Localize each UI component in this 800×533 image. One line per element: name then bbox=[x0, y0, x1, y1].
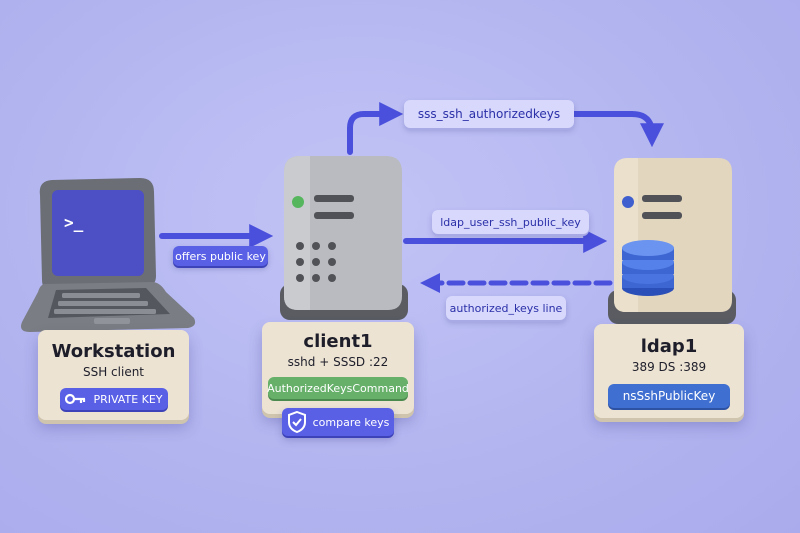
shield-check-icon bbox=[287, 411, 306, 433]
label-offers-public-key: offers public key bbox=[173, 246, 268, 266]
private-key-badge: PRIVATE KEY bbox=[60, 388, 168, 410]
client1-card: client1 sshd + SSSD :22 bbox=[262, 322, 414, 414]
private-key-label: PRIVATE KEY bbox=[93, 392, 163, 406]
compare-keys-label: compare keys bbox=[312, 415, 390, 429]
ldap1-title: ldap1 bbox=[640, 336, 698, 357]
workstation-subtitle: SSH client bbox=[82, 365, 145, 379]
workstation-title: Workstation bbox=[51, 341, 176, 362]
status-led-icon bbox=[292, 196, 304, 208]
client1-subtitle: sshd + SSSD :22 bbox=[287, 355, 389, 369]
client1-title: client1 bbox=[303, 331, 373, 352]
ns-ssh-public-key-badge: nsSshPublicKey bbox=[608, 384, 730, 408]
arrow-sss-ssh-authorizedkeys bbox=[347, 102, 404, 155]
terminal-prompt: >_ bbox=[64, 213, 84, 232]
label-ldap-user-ssh-public-key: ldap_user_ssh_public_key bbox=[432, 210, 589, 234]
authorized-keys-command-badge: AuthorizedKeysCommand bbox=[267, 377, 409, 399]
key-icon bbox=[65, 393, 86, 405]
compare-keys-badge: compare keys bbox=[282, 408, 394, 436]
label-authorized-keys-line: authorized_keys line bbox=[446, 296, 566, 320]
ldap1-subtitle: 389 DS :389 bbox=[631, 360, 707, 374]
label-sss-ssh-authorizedkeys: sss_ssh_authorizedkeys bbox=[404, 100, 574, 128]
arrow-sss-to-ldap bbox=[571, 111, 664, 148]
database-icon bbox=[622, 240, 674, 296]
